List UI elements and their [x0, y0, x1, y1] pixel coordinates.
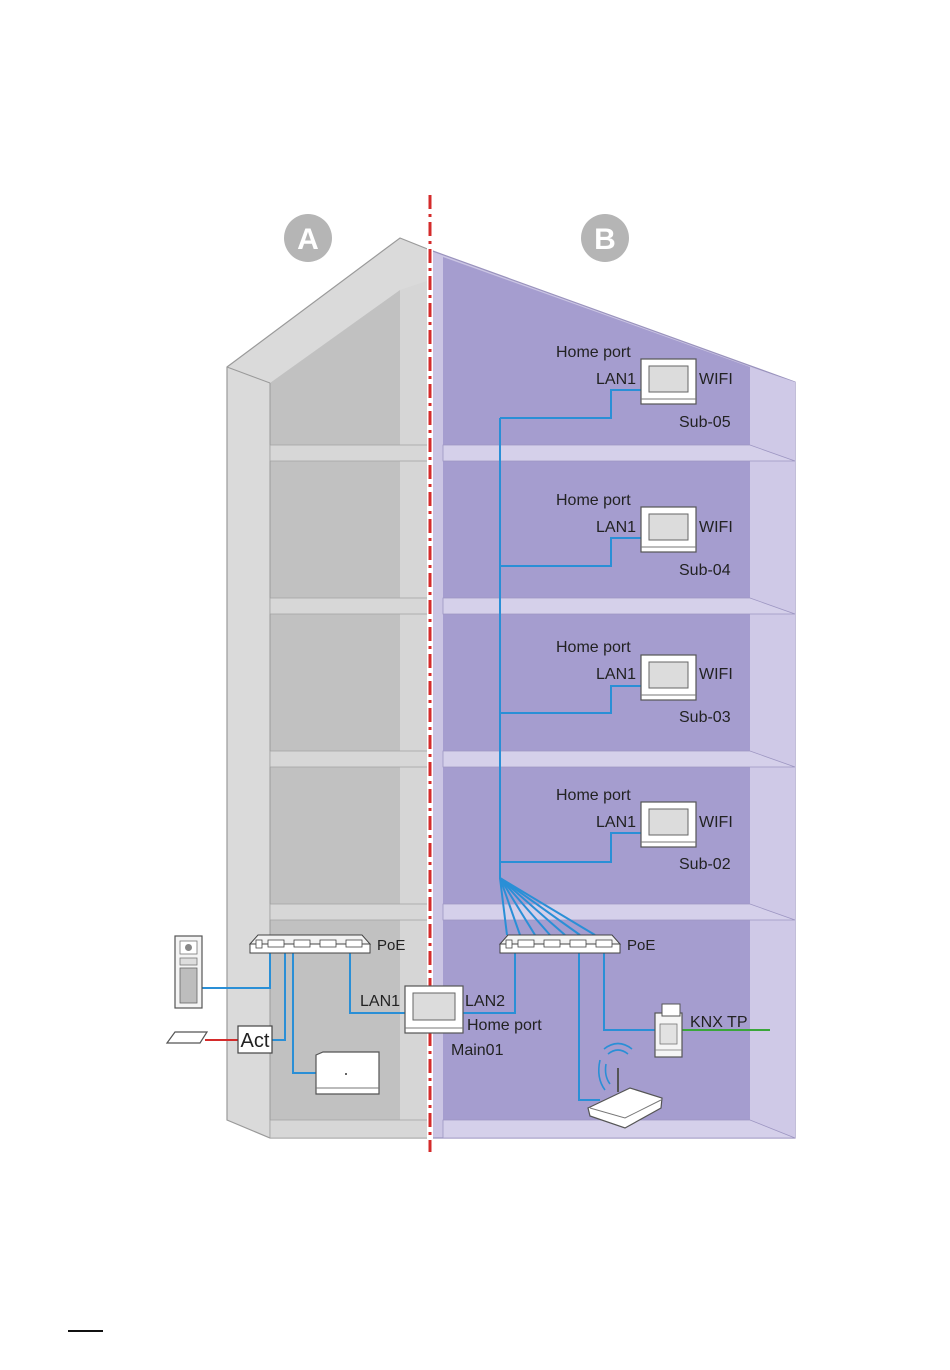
indoor-monitor-icon — [405, 986, 463, 1033]
knx-label: KNX TP — [690, 1014, 748, 1031]
home-port-label: Home port — [556, 492, 631, 509]
home-port-label: Home port — [556, 344, 631, 361]
zone-b-badge: B — [581, 214, 629, 262]
page-rule — [68, 1330, 103, 1332]
wifi-label: WIFI — [699, 666, 733, 683]
sub-name-label: Sub-05 — [679, 414, 731, 431]
building-b-side-wall — [750, 367, 795, 1138]
home-port-label: Home port — [556, 639, 631, 656]
poe-switch-icon — [250, 935, 370, 953]
actuator-icon: Act — [238, 1026, 272, 1053]
indoor-monitor-icon — [641, 359, 696, 404]
wifi-label: WIFI — [699, 814, 733, 831]
poe-switch-right: PoE — [500, 935, 655, 954]
wifi-label: WIFI — [699, 371, 733, 388]
control-unit-icon — [316, 1052, 379, 1094]
home-port-label: Home port — [556, 787, 631, 804]
poe-switch-left: PoE — [250, 935, 405, 954]
lan1-label: LAN1 — [596, 666, 636, 683]
actuator-label: Act — [241, 1030, 270, 1052]
poe-switch-icon — [500, 935, 620, 953]
poe-right-label: PoE — [627, 937, 655, 954]
main-lan1-label: LAN1 — [360, 993, 400, 1010]
poe-left-label: PoE — [377, 937, 405, 954]
zone-a-letter: A — [297, 223, 319, 256]
zone-a-badge: A — [284, 214, 332, 262]
sub-name-label: Sub-04 — [679, 562, 731, 579]
door-station-icon — [175, 936, 202, 1008]
indoor-monitor-icon — [641, 507, 696, 552]
lan1-label: LAN1 — [596, 814, 636, 831]
indoor-monitor-icon — [641, 655, 696, 700]
sub-name-label: Sub-02 — [679, 856, 731, 873]
sub-name-label: Sub-03 — [679, 709, 731, 726]
lan1-label: LAN1 — [596, 371, 636, 388]
zone-b-letter: B — [594, 223, 616, 256]
lan1-label: LAN1 — [596, 519, 636, 536]
main-name-label: Main01 — [451, 1042, 504, 1059]
wifi-label: WIFI — [699, 519, 733, 536]
indoor-monitor-icon — [641, 802, 696, 847]
main-home-port-label: Home port — [467, 1017, 542, 1034]
main-lan2-label: LAN2 — [465, 993, 505, 1010]
